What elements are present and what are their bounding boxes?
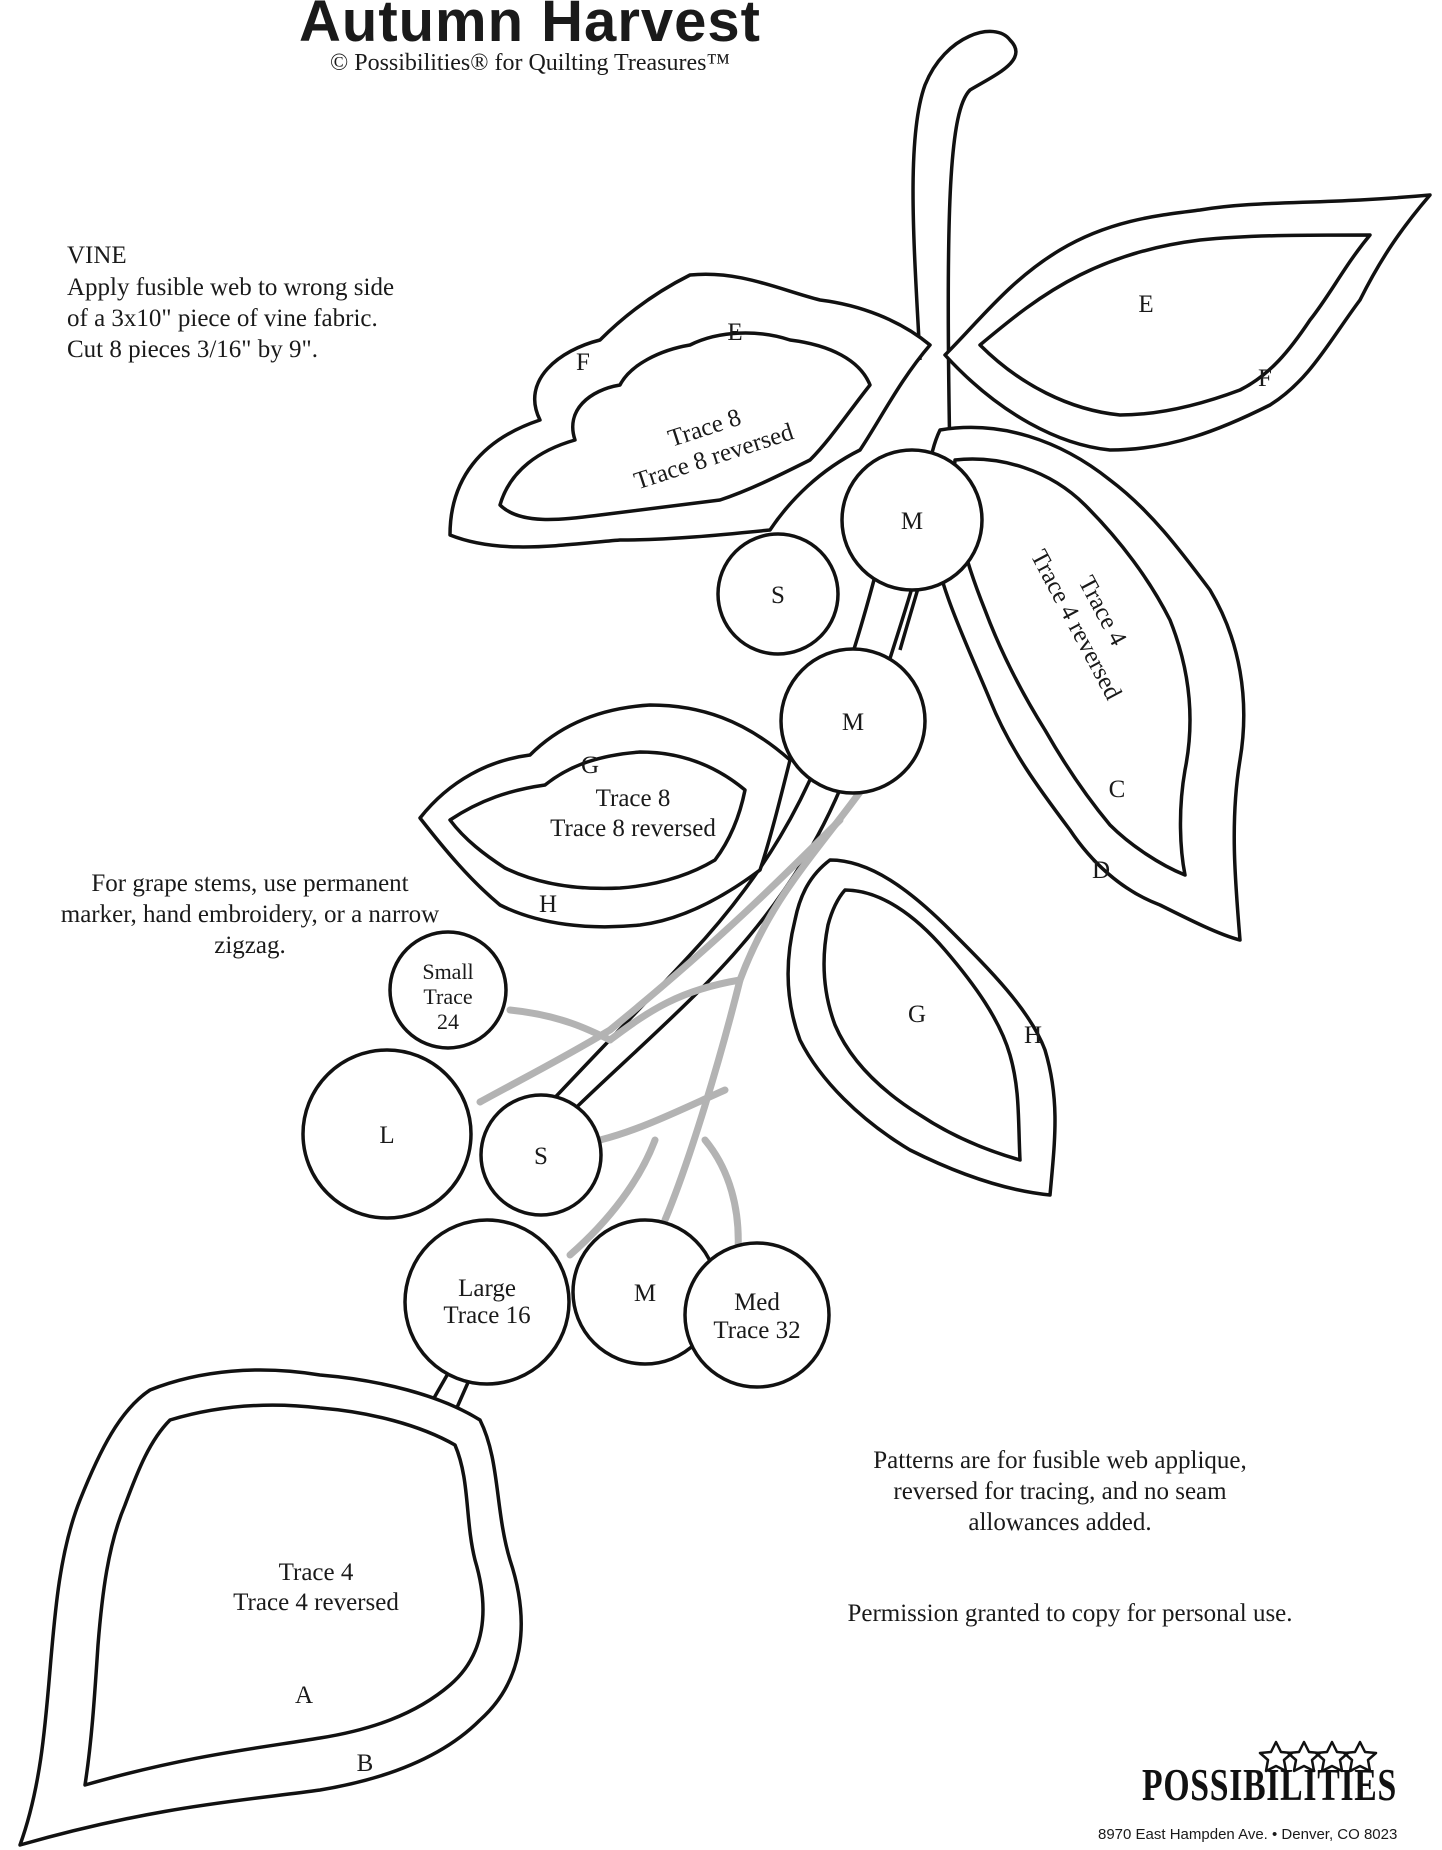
grape-med: Med Trace 32 [683,1241,831,1389]
grape-l-label: L [379,1122,394,1149]
grape-l: L [301,1048,473,1220]
star-icon [1342,1740,1378,1773]
vine-instructions: Apply fusible web to wrong side of a 3x1… [67,274,395,363]
grape-med-label-1: Med [734,1289,780,1316]
brand-address: 8970 East Hampden Ave. • Denver, CO 8023 [1098,1826,1398,1843]
leaf-bottom-trace: Trace 4 [279,1559,354,1586]
leaf-top-left: F E Trace 8 Trace 8 reversed [448,272,932,549]
grape-stems [476,788,864,1259]
leaf-mid-right-inner-letter: G [908,1001,926,1028]
grape-s-low: S [479,1093,603,1217]
grape-m-mid-label: M [842,709,864,736]
leaf-top-left-inner-letter: E [727,319,742,346]
leaf-mid-right-outer-letter: H [1024,1022,1042,1049]
leaf-right-inner-letter: C [1109,776,1126,803]
grape-s-top-label: S [771,582,785,609]
grape-small-label-3: 24 [437,1009,459,1034]
leaf-bottom-trace-reversed: Trace 4 reversed [233,1589,399,1616]
leaf-mid-left-trace-reversed: Trace 8 reversed [550,815,716,842]
grape-m-top-label: M [901,508,923,535]
brand-name: POSSIBILITIES [1142,1759,1397,1810]
page-title: Autumn Harvest [299,0,761,54]
leaf-top-left-outer-letter: F [576,349,590,376]
leaf-top-right-inner-letter: E [1138,291,1153,318]
grape-m-mid: M [779,647,927,795]
grape-med-label-2: Trace 32 [713,1317,800,1344]
grape-small: Small Trace 24 [388,930,508,1050]
pattern-notes: Patterns are for fusible web applique, r… [873,1447,1247,1536]
permission-note: Permission granted to copy for personal … [847,1600,1293,1627]
leaf-mid-left-trace: Trace 8 [596,785,671,812]
leaf-bottom-outer-letter: B [357,1750,374,1777]
grape-stems-note: For grape stems, use permanent marker, h… [60,870,440,959]
leaf-right: Trace 4 Trace 4 reversed C D [925,425,1246,942]
grape-m-low-label: M [634,1280,656,1307]
leaf-mid-right: G H [786,858,1057,1197]
leaf-right-outer-letter: D [1092,857,1110,884]
grape-s-low-label: S [534,1143,548,1170]
star-icons [1258,1740,1378,1773]
grape-m-top: M [840,448,984,592]
grape-large-label-2: Trace 16 [443,1302,530,1329]
leaf-mid-left: G Trace 8 Trace 8 reversed H [418,703,792,929]
grape-small-label-2: Trace [423,984,472,1009]
grape-small-label-1: Small [422,959,473,984]
grape-s-top: S [716,532,840,656]
leaf-mid-left-outer-letter: H [539,891,557,918]
copyright-subtitle: © Possibilities® for Quilting Treasures™ [329,50,730,76]
leaf-mid-left-inner-letter: G [581,752,599,779]
grape-large-label-1: Large [458,1275,516,1302]
leaf-bottom: Trace 4 Trace 4 reversed A B [18,1368,523,1847]
vine-heading: VINE [67,242,127,269]
leaf-top-right-outer-letter: F [1258,365,1272,392]
leaf-top-right: E F [943,193,1432,452]
leaf-bottom-inner-letter: A [295,1682,313,1709]
possibilities-logo: POSSIBILITIES [1142,1740,1397,1810]
grape-large: Large Trace 16 [403,1218,571,1386]
